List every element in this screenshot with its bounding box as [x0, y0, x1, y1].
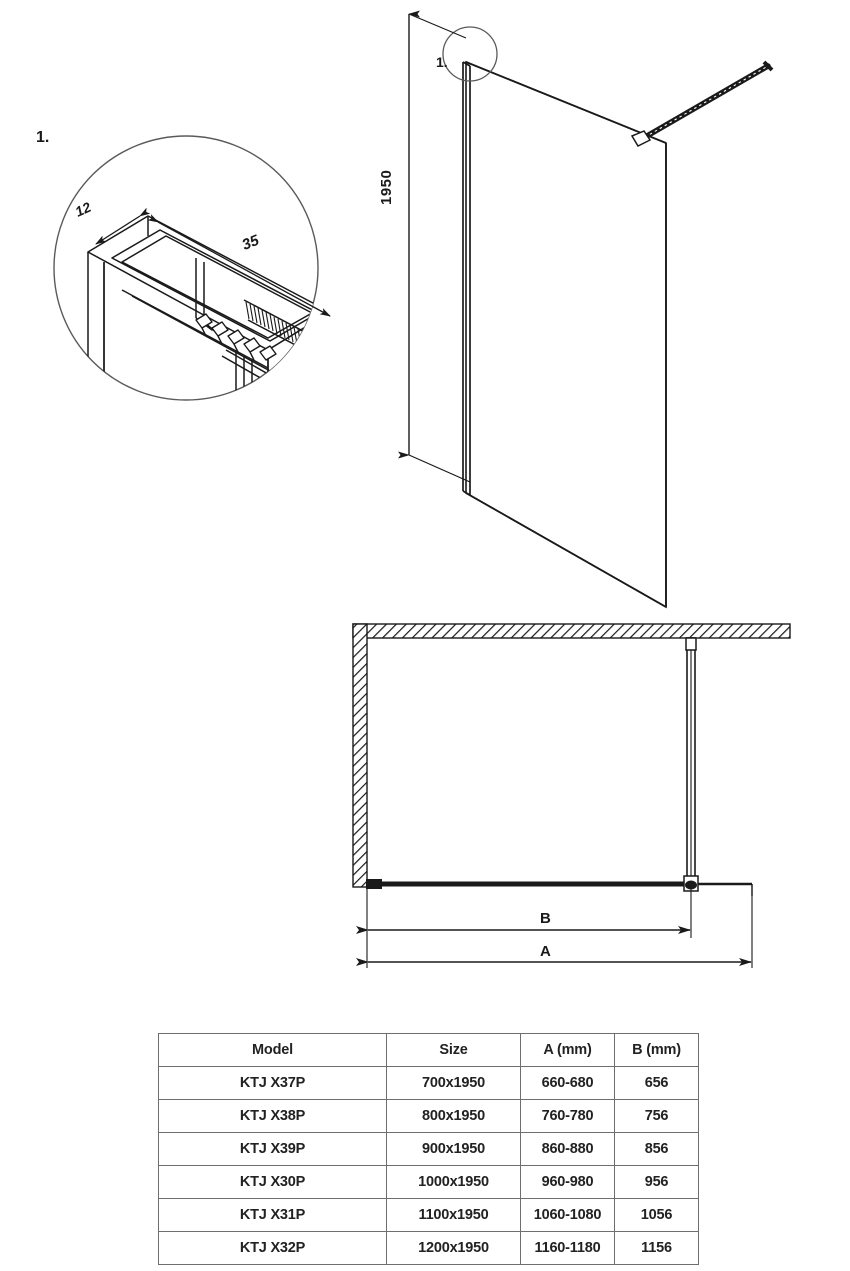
detail-view-group — [53, 135, 331, 401]
stabiliser-bar — [630, 60, 774, 147]
cell-size: 1000x1950 — [386, 1165, 521, 1199]
elevation-height-label: 1950 — [378, 169, 395, 205]
cell-model: KTJ X31P — [158, 1198, 387, 1232]
cell-model: KTJ X30P — [158, 1165, 387, 1199]
cell-model: KTJ X38P — [158, 1099, 387, 1133]
elevation-view-group — [398, 10, 774, 609]
cell-a: 660-680 — [520, 1066, 615, 1100]
detail-dimension-12 — [95, 207, 151, 245]
cell-b: 1056 — [614, 1198, 699, 1232]
cell-b: 856 — [614, 1132, 699, 1166]
detail-callout-label: 1. — [36, 129, 50, 146]
table-row: KTJ X31P 1100x1950 1060-1080 1056 — [158, 1198, 699, 1232]
cell-b: 656 — [614, 1066, 699, 1100]
plan-post-wall-connector — [685, 637, 697, 651]
cell-model: KTJ X39P — [158, 1132, 387, 1166]
cell-b: 1156 — [614, 1231, 699, 1265]
header-a-mm: A (mm) — [520, 1033, 615, 1067]
detail-dimension-35 — [147, 214, 331, 317]
plan-wall-top — [352, 623, 791, 639]
cell-size: 800x1950 — [386, 1099, 521, 1133]
cell-model: KTJ X32P — [158, 1231, 387, 1265]
cell-a: 1060-1080 — [520, 1198, 615, 1232]
cell-a: 860-880 — [520, 1132, 615, 1166]
plan-dimension-b-label: B — [540, 910, 551, 927]
table-row: KTJ X32P 1200x1950 1160-1180 1156 — [158, 1231, 699, 1265]
cell-size: 1200x1950 — [386, 1231, 521, 1265]
cell-size: 900x1950 — [386, 1132, 521, 1166]
cell-b: 756 — [614, 1099, 699, 1133]
detail-profile-isometric — [87, 215, 318, 400]
wall-profile — [462, 61, 471, 496]
header-model: Model — [158, 1033, 387, 1067]
height-dimension-1950 — [398, 10, 471, 483]
cell-b: 956 — [614, 1165, 699, 1199]
specification-table: Model Size A (mm) B (mm) KTJ X37P 700x19… — [158, 1033, 699, 1265]
header-size: Size — [386, 1033, 521, 1067]
cell-a: 1160-1180 — [520, 1231, 615, 1265]
plan-view-group — [352, 623, 791, 968]
plan-wall-profile — [366, 879, 382, 889]
table-row: KTJ X39P 900x1950 860-880 856 — [158, 1132, 699, 1166]
cell-model: KTJ X37P — [158, 1066, 387, 1100]
plan-dimension-a-label: A — [540, 943, 551, 960]
detail-callout-circle — [442, 26, 498, 82]
glass-bottom-edge — [465, 492, 667, 608]
glass-top-edge — [465, 61, 667, 144]
table-row: KTJ X38P 800x1950 760-780 756 — [158, 1099, 699, 1133]
plan-support-post — [686, 637, 696, 885]
plan-wall-left — [352, 623, 368, 888]
cell-a: 760-780 — [520, 1099, 615, 1133]
plan-extension-lines — [366, 884, 753, 968]
cell-a: 960-980 — [520, 1165, 615, 1199]
elevation-callout-label: 1. — [436, 54, 448, 70]
header-b-mm: B (mm) — [614, 1033, 699, 1067]
table-row: KTJ X37P 700x1950 660-680 656 — [158, 1066, 699, 1100]
cell-size: 700x1950 — [386, 1066, 521, 1100]
table-header-row: Model Size A (mm) B (mm) — [158, 1033, 699, 1067]
cell-size: 1100x1950 — [386, 1198, 521, 1232]
table-row: KTJ X30P 1000x1950 960-980 956 — [158, 1165, 699, 1199]
